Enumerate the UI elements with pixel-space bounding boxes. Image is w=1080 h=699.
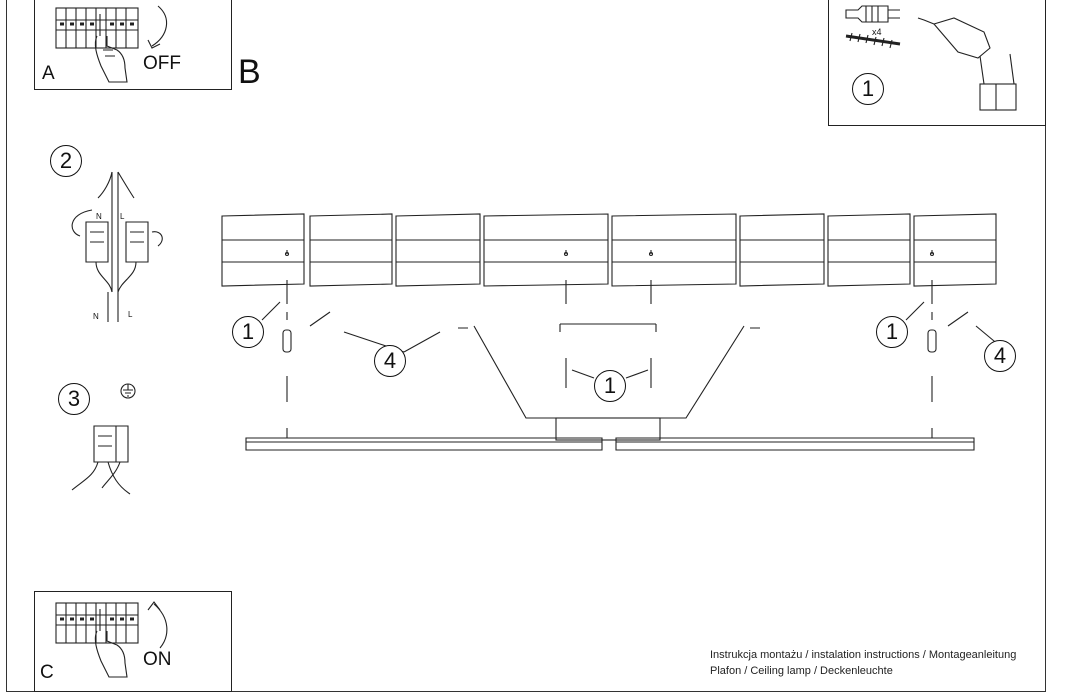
mounting-screws bbox=[282, 250, 937, 438]
callout-leaders bbox=[261, 301, 1001, 379]
panel-c-power-on bbox=[34, 591, 232, 692]
wire-l-label: L bbox=[128, 310, 133, 319]
callout-cable-right: 4 bbox=[984, 340, 1016, 372]
section-b-letter: B bbox=[238, 53, 261, 91]
footer-product-line: Plafon / Ceiling lamp / Deckenleuchte bbox=[710, 665, 893, 677]
ceiling-lamp-body bbox=[245, 417, 975, 451]
switch-off-arrow-icon bbox=[151, 5, 168, 47]
ceiling-tiles bbox=[221, 213, 997, 287]
panel-c-letter: C bbox=[40, 662, 54, 683]
step-3-number: 3 bbox=[58, 383, 90, 415]
suspension-cables bbox=[309, 311, 969, 419]
callout-screw-left: 1 bbox=[232, 316, 264, 348]
wire-n-label: N bbox=[93, 312, 99, 321]
panel-a-off-label: OFF bbox=[143, 53, 181, 74]
drill-icon bbox=[917, 17, 1017, 111]
panel-a-letter: A bbox=[42, 63, 55, 84]
callout-cable-left: 4 bbox=[374, 345, 406, 377]
switch-on-arrow-icon bbox=[153, 603, 168, 649]
terminal-n-label: N bbox=[96, 212, 102, 221]
page-frame bbox=[6, 0, 1046, 692]
tools-step-number: 1 bbox=[852, 73, 884, 105]
circuit-breaker-icon-a bbox=[55, 7, 139, 83]
tools-panel bbox=[828, 0, 1046, 126]
panel-a-power-off bbox=[34, 0, 232, 90]
screw-icon bbox=[845, 32, 901, 49]
step-2-number: 2 bbox=[50, 145, 82, 177]
panel-c-on-label: ON bbox=[143, 649, 172, 670]
anchor-quantity: x4 bbox=[872, 27, 882, 37]
ground-connection-diagram bbox=[71, 425, 131, 495]
callout-screw-center: 1 bbox=[594, 370, 626, 402]
wiring-diagram bbox=[71, 171, 163, 322]
circuit-breaker-icon-c bbox=[55, 602, 139, 678]
ground-symbol-icon bbox=[120, 383, 136, 399]
callout-screw-right: 1 bbox=[876, 316, 908, 348]
footer-instructions-line: Instrukcja montażu / instalation instruc… bbox=[710, 649, 1017, 661]
wall-plug-icon bbox=[845, 5, 900, 23]
terminal-l-label: L bbox=[120, 212, 125, 221]
